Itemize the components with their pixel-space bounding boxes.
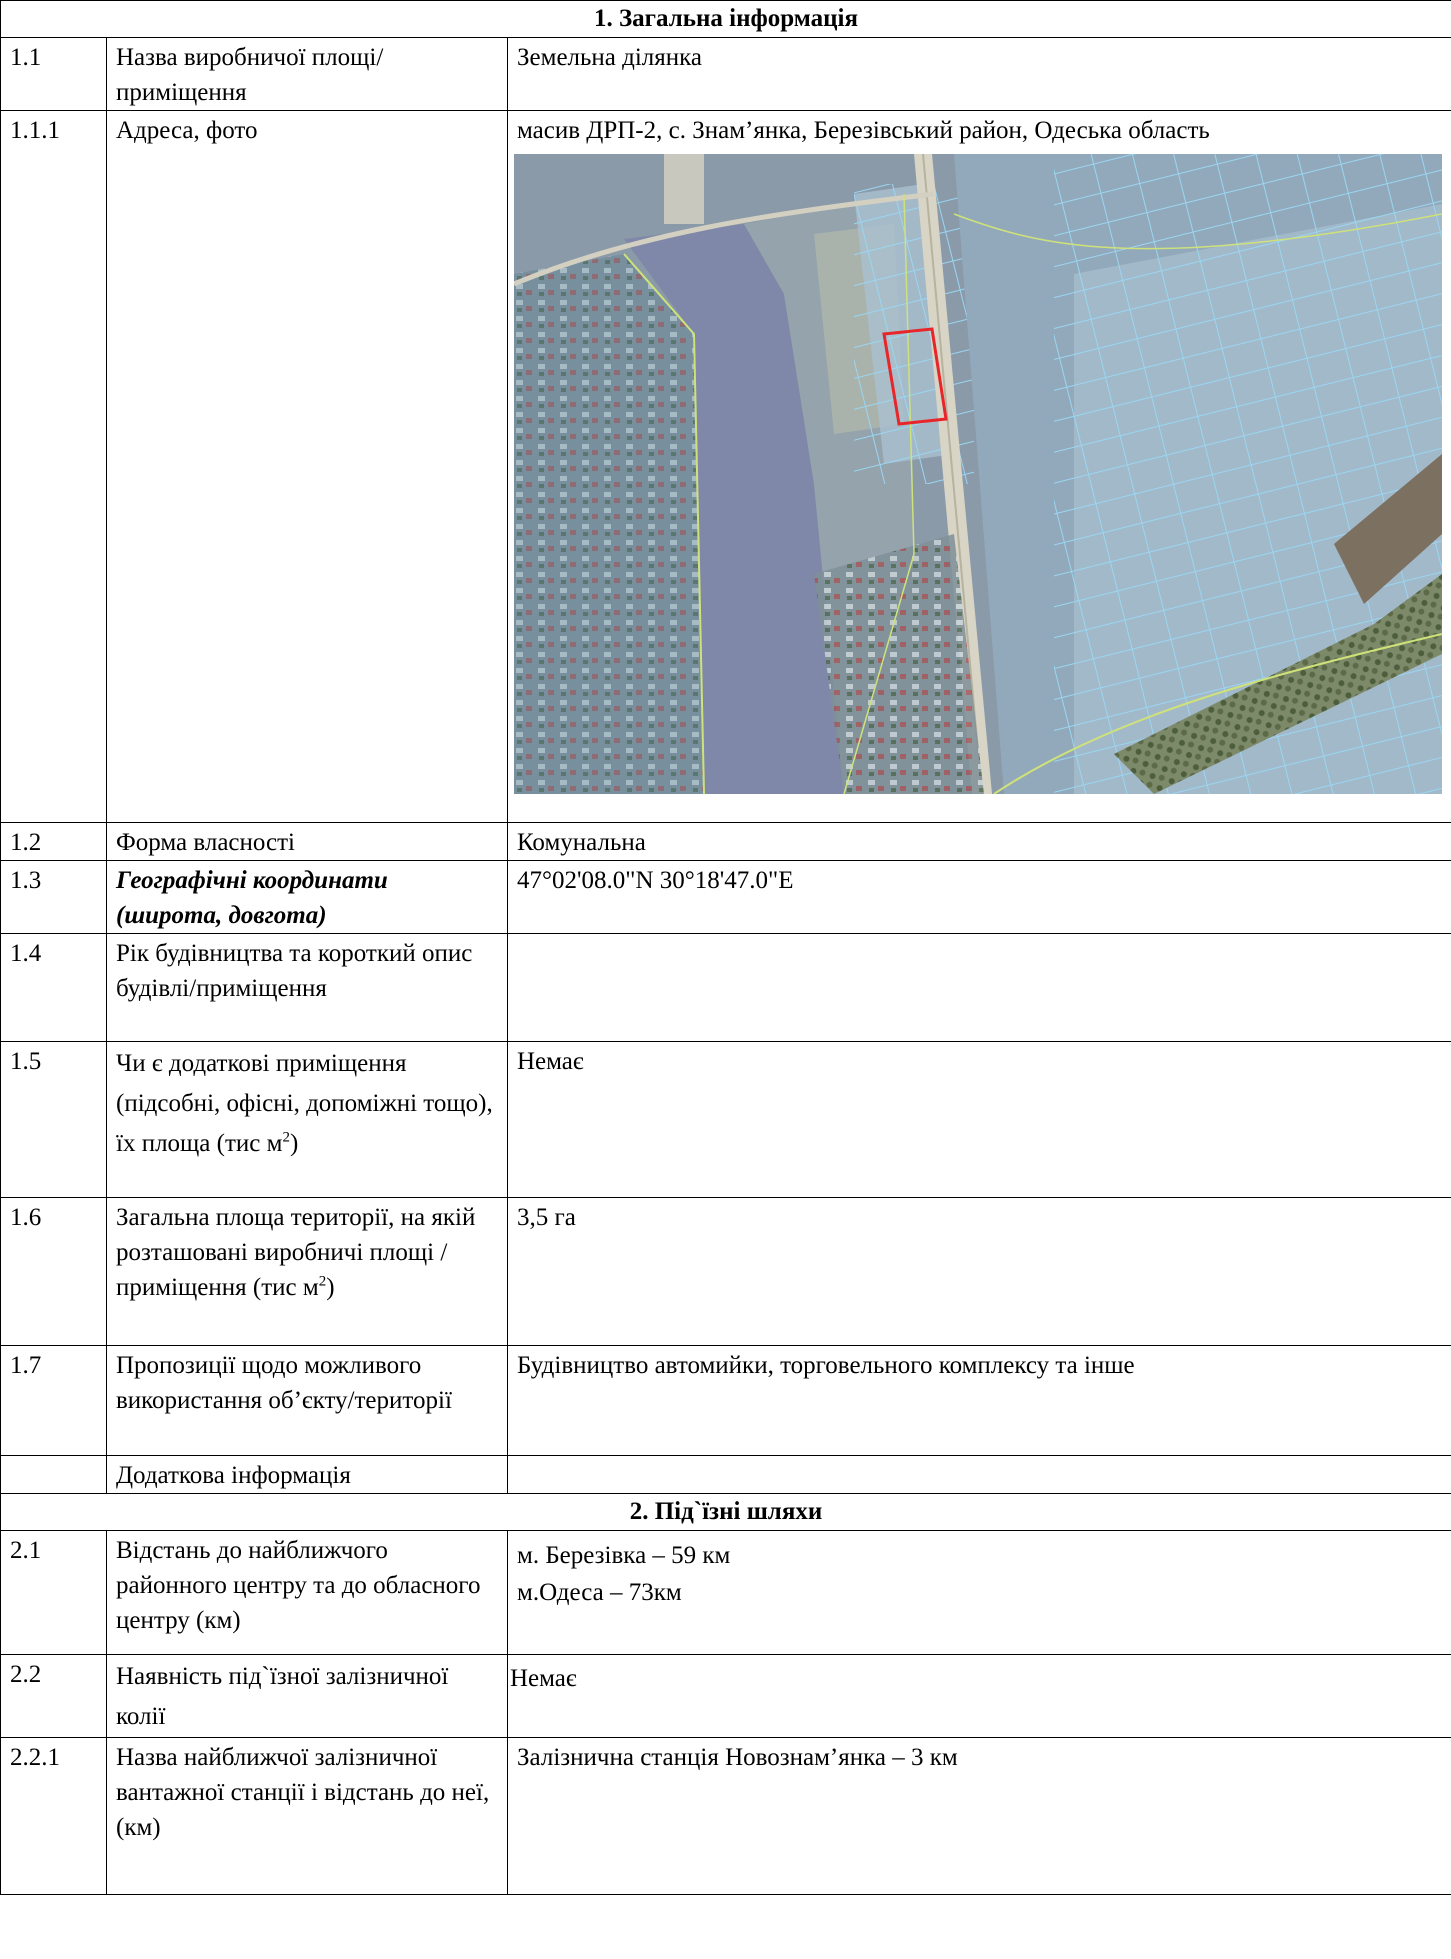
row-value: масив ДРП-2, с. Знам’янка, Березівський … bbox=[517, 117, 1210, 144]
row-label: Додаткова інформація bbox=[106, 1455, 508, 1494]
row-value: м. Березівка – 59 км м.Одеса – 73км bbox=[507, 1530, 1451, 1655]
section-general-row: 1. Загальна інформація bbox=[0, 0, 1451, 38]
row-number: 1.6 bbox=[0, 1197, 107, 1346]
row-label: Загальна площа території, на якій розташ… bbox=[106, 1197, 508, 1346]
row-label-end: ) bbox=[289, 1130, 299, 1157]
table-row: 1.5 Чи є додаткові приміщення (підсобні,… bbox=[0, 1041, 1451, 1198]
value-line: м.Одеса – 73км bbox=[517, 1579, 682, 1606]
row-value: 47°02'08.0"N 30°18'47.0"E bbox=[507, 860, 1451, 934]
row-number: 1.4 bbox=[0, 933, 107, 1042]
row-number: 1.5 bbox=[0, 1041, 107, 1198]
row-label: Назва виробничої площі/приміщення bbox=[106, 37, 508, 111]
row-label: Рік будівництва та короткий опис будівлі… bbox=[106, 933, 508, 1042]
superscript: 2 bbox=[282, 1129, 290, 1146]
row-label-text: Чи є додаткові приміщення (підсобні, офі… bbox=[116, 1050, 493, 1157]
row-label: Чи є додаткові приміщення (підсобні, офі… bbox=[106, 1041, 508, 1198]
satellite-map bbox=[514, 154, 1442, 794]
info-table: 1. Загальна інформація 1.1 Назва виробни… bbox=[0, 0, 1451, 1895]
row-value: Земельна ділянка bbox=[507, 37, 1451, 111]
row-number: 1.7 bbox=[0, 1345, 107, 1456]
row-number: 1.1 bbox=[0, 37, 107, 111]
row-label: Адреса, фото bbox=[106, 110, 508, 823]
table-row: Додаткова інформація bbox=[0, 1455, 1451, 1494]
table-row: 1.4 Рік будівництва та короткий опис буд… bbox=[0, 933, 1451, 1042]
value-line: м. Березівка – 59 км bbox=[517, 1542, 731, 1569]
row-number bbox=[0, 1455, 107, 1494]
row-label: Назва найближчої залізничної вантажної с… bbox=[106, 1737, 508, 1895]
row-label: Наявність під`їзної залізничної колії bbox=[106, 1654, 508, 1738]
row-value bbox=[507, 933, 1451, 1042]
row-value: Немає bbox=[507, 1654, 1451, 1738]
row-number: 1.2 bbox=[0, 822, 107, 861]
row-value: Комунальна bbox=[507, 822, 1451, 861]
table-row: 1.1 Назва виробничої площі/приміщення Зе… bbox=[0, 37, 1451, 111]
row-number: 1.1.1 bbox=[0, 110, 107, 823]
row-label: Відстань до найближчого районного центру… bbox=[106, 1530, 508, 1655]
table-row: 2.1 Відстань до найближчого районного це… bbox=[0, 1530, 1451, 1655]
section-roads-row: 2. Під`їзні шляхи bbox=[0, 1493, 1451, 1531]
table-row: 1.3 Географічні координати (широта, довг… bbox=[0, 860, 1451, 934]
row-value: 3,5 га bbox=[507, 1197, 1451, 1346]
parcel-highlight bbox=[882, 327, 948, 426]
satellite-map-image bbox=[514, 154, 1442, 794]
table-row: 2.2 Наявність під`їзної залізничної колі… bbox=[0, 1654, 1451, 1738]
section-title-roads: 2. Під`їзні шляхи bbox=[0, 1493, 1451, 1531]
row-value-cell: масив ДРП-2, с. Знам’янка, Березівський … bbox=[507, 110, 1451, 823]
superscript: 2 bbox=[318, 1273, 327, 1290]
row-label-end: ) bbox=[326, 1274, 335, 1301]
table-row: 1.1.1 Адреса, фото масив ДРП-2, с. Знам’… bbox=[0, 110, 1451, 823]
row-label: Географічні координати (широта, довгота) bbox=[106, 860, 508, 934]
table-row: 1.6 Загальна площа території, на якій ро… bbox=[0, 1197, 1451, 1346]
row-number: 1.3 bbox=[0, 860, 107, 934]
row-value bbox=[507, 1455, 1451, 1494]
row-label: Пропозиції щодо можливого використання о… bbox=[106, 1345, 508, 1456]
row-number: 2.2 bbox=[0, 1654, 107, 1738]
row-number: 2.1 bbox=[0, 1530, 107, 1655]
table-row: 1.7 Пропозиції щодо можливого використан… bbox=[0, 1345, 1451, 1456]
table-row: 2.2.1 Назва найближчої залізничної ванта… bbox=[0, 1737, 1451, 1895]
row-value: Будівництво автомийки, торговельного ком… bbox=[507, 1345, 1451, 1456]
section-title-general: 1. Загальна інформація bbox=[0, 0, 1451, 38]
row-value: Немає bbox=[507, 1041, 1451, 1198]
row-label-text: Загальна площа території, на якій розташ… bbox=[116, 1204, 476, 1301]
row-label: Форма власності bbox=[106, 822, 508, 861]
row-value: Залізнична станція Новознам’янка – 3 км bbox=[507, 1737, 1451, 1895]
row-number: 2.2.1 bbox=[0, 1737, 107, 1895]
table-row: 1.2 Форма власності Комунальна bbox=[0, 822, 1451, 861]
